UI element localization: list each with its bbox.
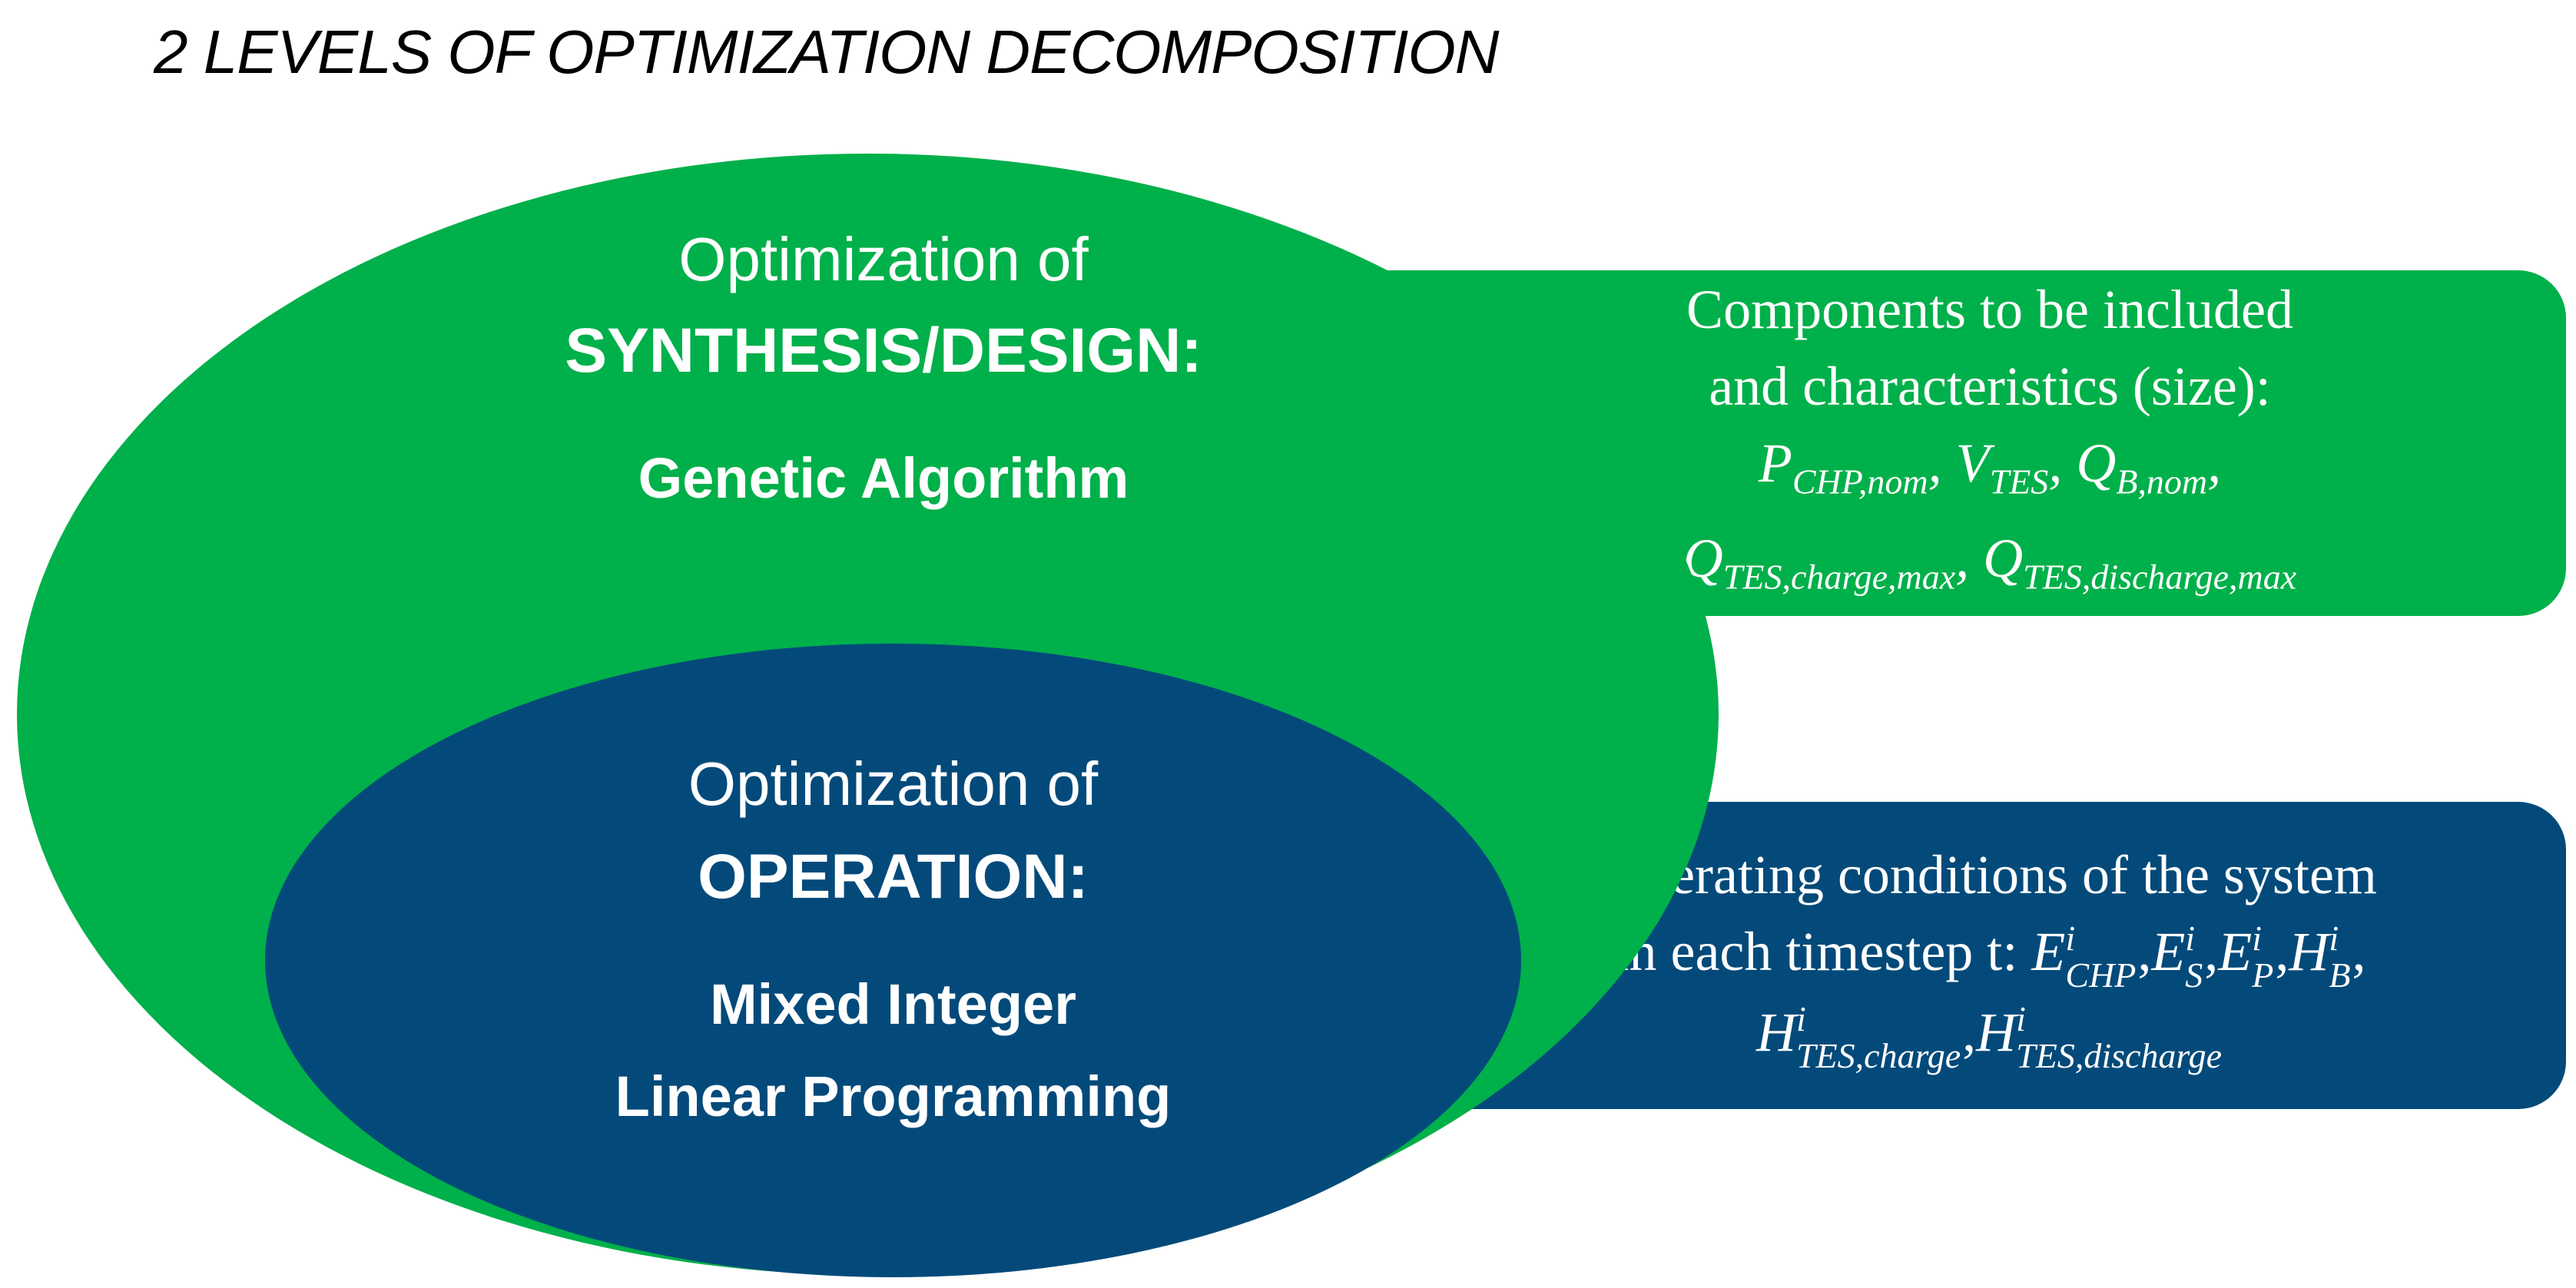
design-variables-row-1: PCHP,nom, VTES, QB,nom, <box>1758 432 2222 501</box>
var-v-tes: VTES <box>1955 432 2049 501</box>
design-box-line-1: Components to be included <box>1686 278 2293 340</box>
design-label-line-3: Genetic Algorithm <box>638 446 1129 510</box>
design-box-line-2: and characteristics (size): <box>1709 355 2271 417</box>
design-label-line-1: Optimization of <box>678 225 1089 293</box>
operation-label-line-3: Mixed Integer <box>710 972 1076 1036</box>
var-q-tes-discharge-max: QTES,discharge,max <box>1983 528 2297 597</box>
operation-label-line-1: Optimization of <box>688 750 1099 818</box>
operation-label-line-2: OPERATION: <box>698 842 1089 912</box>
design-variables-row-2: QTES,charge,max, QTES,discharge,max <box>1683 528 2297 597</box>
var-p-chp-nom: PCHP,nom <box>1758 432 1928 501</box>
diagram-title: 2 LEVELS OF OPTIMIZATION DECOMPOSITION <box>154 18 1499 86</box>
operation-box-line-1: Operating conditions of the system <box>1603 843 2377 906</box>
operation-label-line-4: Linear Programming <box>615 1065 1172 1128</box>
operation-box-line-2-prefix: in each timestep t: <box>1613 920 2018 982</box>
var-q-b-nom: QB,nom <box>2076 432 2208 501</box>
var-q-tes-charge-max: QTES,charge,max <box>1683 528 1956 597</box>
design-label-line-2: SYNTHESIS/DESIGN: <box>565 316 1202 386</box>
operation-optimization-ellipse <box>265 644 1521 1277</box>
